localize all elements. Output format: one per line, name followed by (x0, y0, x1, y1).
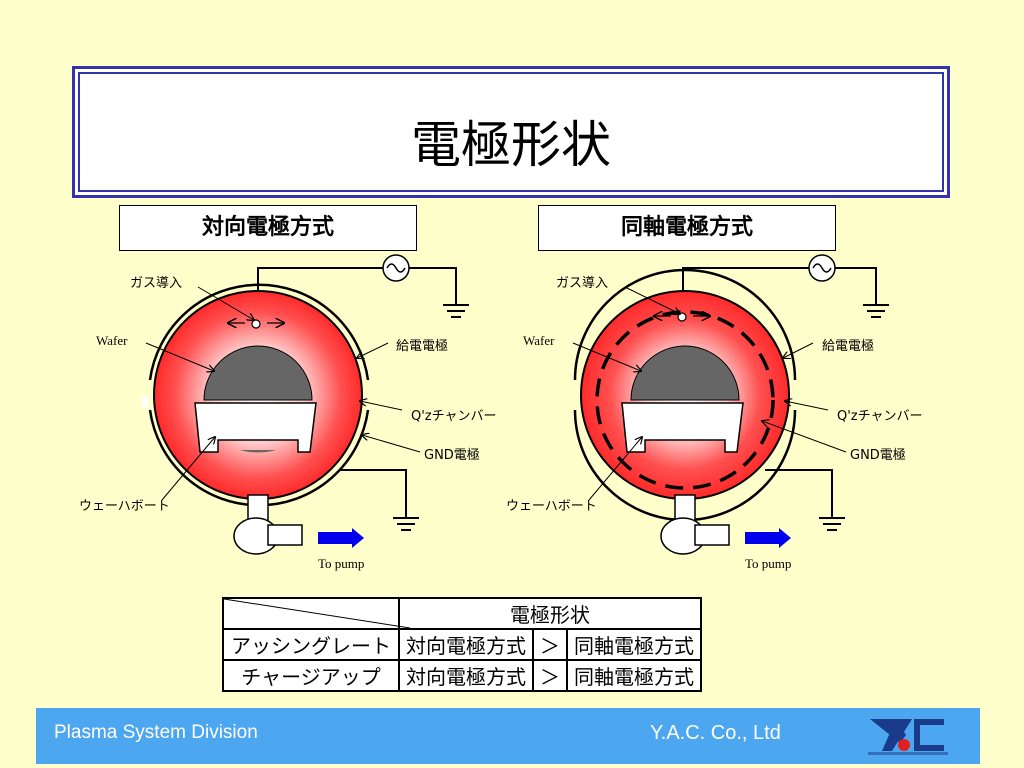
wafer-boat-right (621, 402, 744, 453)
ground-icon-right-bottom (819, 517, 845, 531)
footer-bar: Plasma System Division Y.A.C. Co., Ltd (36, 708, 980, 764)
row-method-b: 同軸電極方式 (566, 628, 702, 661)
ground-icon-left-top (443, 304, 469, 318)
table-row: チャージアップ 対向電極方式 ＞ 同軸電極方式 (222, 659, 702, 692)
row-method-b: 同軸電極方式 (566, 659, 702, 692)
ground-icon-left-bottom (393, 517, 419, 531)
label-gnd-left: GND電極 (424, 448, 480, 463)
right-diagram (572, 254, 889, 555)
page-title: 電極形状 (411, 116, 611, 174)
title-box: 電極形状 (72, 66, 950, 198)
ground-icon-right-top (863, 304, 889, 318)
label-gas-right: ガス導入 (556, 276, 609, 291)
method-heading-right: 同軸電極方式 (538, 205, 836, 251)
table-header: 電極形状 (398, 597, 702, 630)
label-wafer-right: Wafer (523, 333, 555, 348)
label-power-left: 給電電極 (396, 339, 449, 354)
footer-division: Plasma System Division (54, 722, 258, 743)
table-header-row: 電極形状 (222, 597, 702, 630)
pump-arrow-right (745, 528, 791, 548)
row-operator: ＞ (532, 659, 568, 692)
label-boat-left: ウェーハボート (79, 499, 170, 514)
wafer-boat-left (194, 402, 317, 453)
label-power-right: 給電電極 (822, 339, 875, 354)
comparison-table: 電極形状 アッシングレート 対向電極方式 ＞ 同軸電極方式 チャージアップ 対向… (222, 597, 702, 692)
left-diagram (142, 254, 469, 555)
row-method-a: 対向電極方式 (398, 628, 534, 661)
row-method-a: 対向電極方式 (398, 659, 534, 692)
row-name: アッシングレート (222, 628, 400, 661)
table-corner-cell (222, 597, 410, 630)
table-row: アッシングレート 対向電極方式 ＞ 同軸電極方式 (222, 628, 702, 661)
label-boat-right: ウェーハボート (506, 499, 597, 514)
label-chamber-left: Q'zチャンバー (411, 409, 497, 424)
row-operator: ＞ (532, 628, 568, 661)
pump-arrow-left (318, 528, 364, 548)
label-chamber-right: Q'zチャンバー (837, 409, 923, 424)
electrode-diagrams (142, 254, 889, 555)
coaxial-electrode-dashed (595, 310, 775, 490)
label-wafer-left: Wafer (96, 333, 128, 348)
footer-company: Y.A.C. Co., Ltd (650, 722, 781, 744)
row-name: チャージアップ (222, 659, 400, 692)
label-pump-left: To pump (318, 556, 365, 571)
yac-logo-icon (868, 719, 948, 755)
label-gas-left: ガス導入 (130, 276, 183, 291)
method-heading-left: 対向電極方式 (119, 205, 417, 251)
label-gnd-right: GND電極 (850, 448, 906, 463)
label-pump-right: To pump (745, 556, 792, 571)
